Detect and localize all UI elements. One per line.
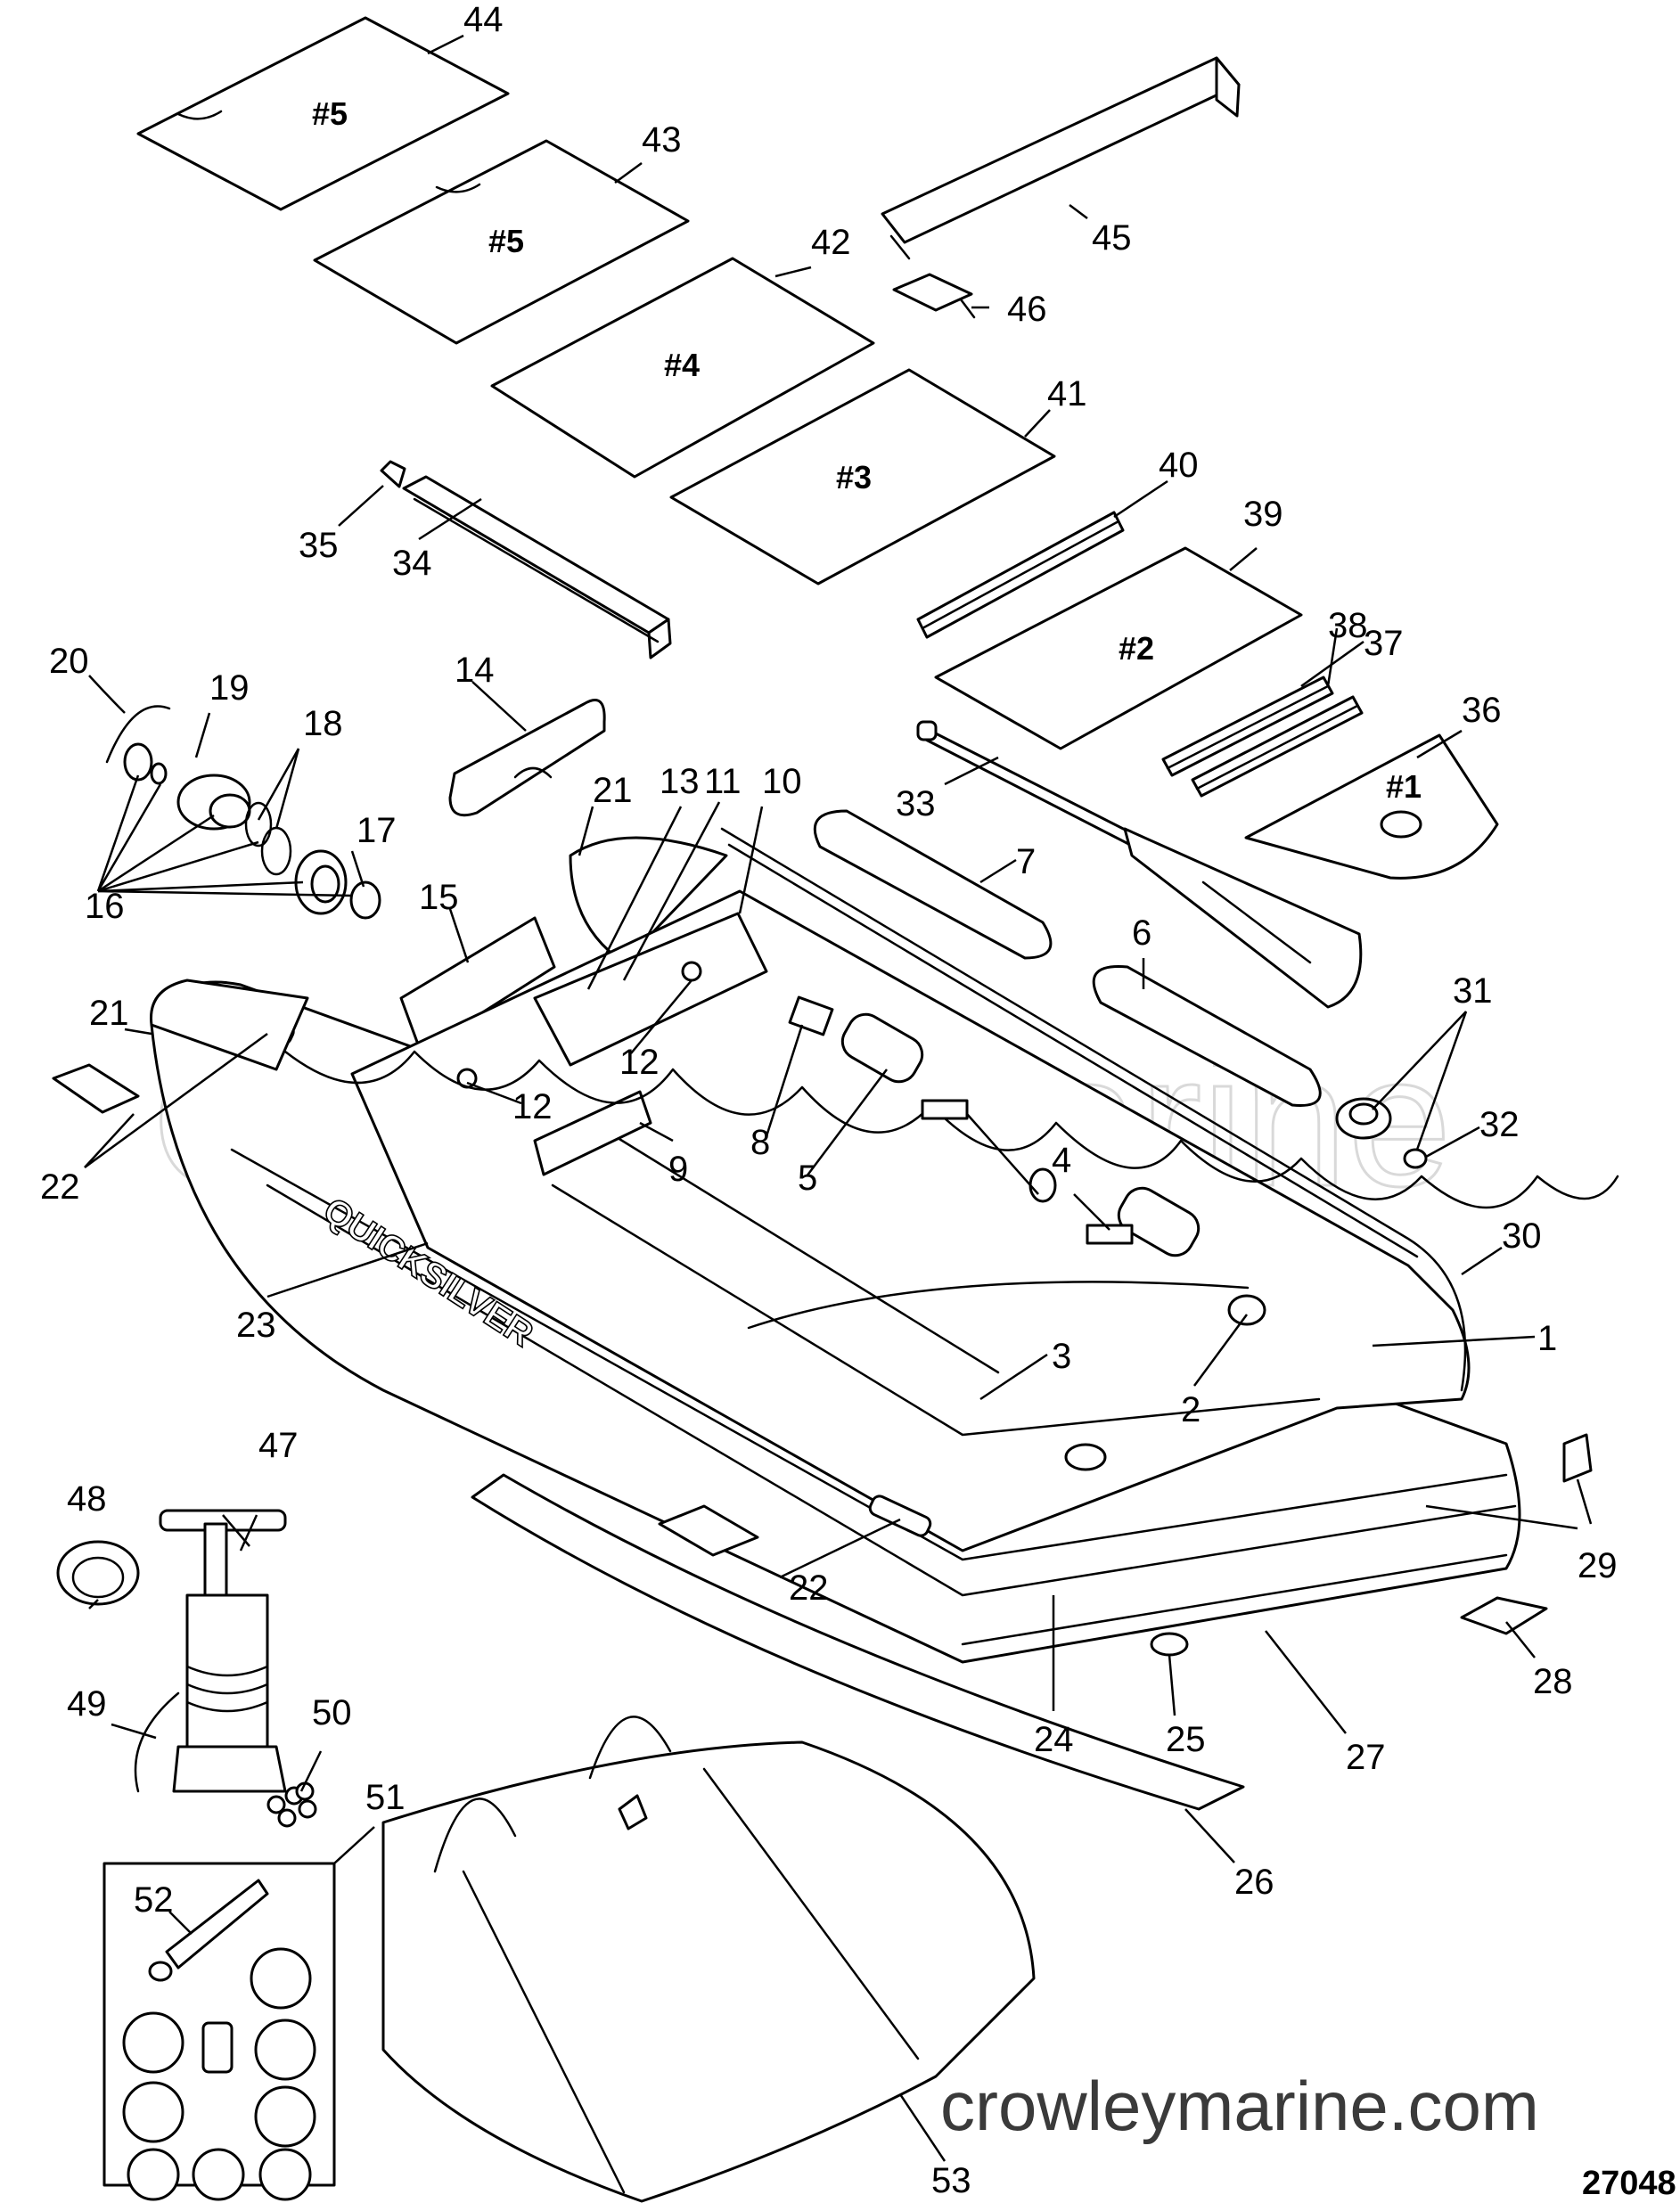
callout-22a: 22 [40, 1167, 80, 1207]
callout-47: 47 [258, 1426, 299, 1465]
panel-marking-44: #5 [312, 95, 348, 132]
callout-1: 1 [1537, 1319, 1557, 1358]
callout-36: 36 [1462, 691, 1502, 730]
callout-25: 25 [1166, 1720, 1206, 1759]
floor-panel-42: #4 [490, 257, 875, 479]
floor-panel-39: #2 [934, 546, 1303, 750]
callout-44: 44 [463, 0, 504, 39]
valve-31 [1335, 1097, 1428, 1169]
rail-40 [916, 511, 1125, 639]
valve-assembly [105, 705, 381, 920]
callout-11: 11 [704, 762, 742, 801]
adapters-50 [266, 1781, 317, 1828]
floor-panel-43: #5 [313, 139, 690, 345]
callout-14: 14 [455, 651, 495, 690]
callout-19: 19 [209, 668, 250, 708]
callout-32: 32 [1479, 1105, 1520, 1144]
callout-52: 52 [134, 1880, 174, 1920]
callout-43: 43 [642, 120, 682, 160]
callout-28: 28 [1533, 1662, 1573, 1701]
panel-15 [399, 916, 556, 1053]
callout-34: 34 [392, 544, 432, 583]
callout-42: 42 [811, 223, 851, 262]
callout-10: 10 [762, 762, 802, 801]
callout-49: 49 [67, 1684, 107, 1724]
callout-41: 41 [1047, 374, 1087, 414]
callout-15: 15 [419, 878, 459, 917]
callout-35: 35 [299, 526, 339, 565]
callout-38: 38 [1328, 606, 1368, 645]
strip-6 [1092, 965, 1322, 1107]
rail-37 [1191, 695, 1364, 798]
callout-8: 8 [750, 1123, 770, 1162]
panel-marking-42: #4 [664, 347, 700, 383]
callout-9: 9 [668, 1150, 688, 1189]
callout-50: 50 [312, 1693, 352, 1732]
panel-marking-43: #5 [488, 223, 524, 259]
panel-marking-39: #2 [1119, 630, 1154, 667]
floor-panel-41: #3 [669, 368, 1056, 586]
oar-33 [916, 720, 1363, 1009]
strip-7 [813, 809, 1053, 960]
callout-23: 23 [236, 1306, 276, 1345]
callout-37: 37 [1364, 624, 1404, 663]
callout-12b: 12 [512, 1087, 553, 1126]
callout-53: 53 [931, 2161, 971, 2200]
callout-7: 7 [1016, 842, 1036, 881]
callout-3: 3 [1052, 1337, 1071, 1376]
repair-kit-51 [102, 1862, 336, 2201]
callout-4: 4 [1052, 1141, 1071, 1180]
bracket-46 [892, 273, 976, 319]
side-rail-34 [402, 475, 672, 659]
callout-30: 30 [1502, 1216, 1542, 1256]
floor-panel-36: #1 [1244, 733, 1499, 880]
callout-18: 18 [303, 704, 343, 743]
callout-21b: 21 [89, 994, 129, 1033]
callout-2: 2 [1181, 1390, 1201, 1429]
callout-22b: 22 [789, 1568, 829, 1608]
callout-31: 31 [1453, 971, 1493, 1011]
callout-12a: 12 [619, 1043, 660, 1082]
logo-29 [1562, 1433, 1593, 1483]
callout-39: 39 [1243, 495, 1283, 534]
callout-29: 29 [1578, 1546, 1618, 1585]
callout-46: 46 [1007, 290, 1047, 329]
callout-33: 33 [896, 784, 936, 823]
leader-lines [84, 34, 1593, 2162]
callout-51: 51 [365, 1778, 406, 1817]
seat-14 [448, 699, 606, 817]
callout-16: 16 [85, 887, 125, 926]
callout-48: 48 [67, 1479, 107, 1519]
transom-rail-45 [881, 56, 1241, 260]
callout-5: 5 [798, 1159, 817, 1198]
callout-26: 26 [1234, 1863, 1274, 1902]
carry-bag-53 [381, 1716, 1036, 2203]
panel-marking-36: #1 [1386, 768, 1422, 805]
bow-cone-21-left [150, 979, 309, 1071]
rail-38 [1161, 676, 1334, 777]
handle-22-loose [52, 1063, 759, 1557]
clip-35 [380, 460, 406, 488]
callout-45: 45 [1092, 218, 1132, 258]
callout-17: 17 [356, 811, 397, 850]
panel-marking-41: #3 [836, 459, 872, 495]
callout-21a: 21 [593, 771, 633, 810]
website-text: crowleymarine.com [940, 2067, 1539, 2145]
figure-number: 27048 [1582, 2165, 1676, 2202]
pump-47 [134, 1509, 287, 1793]
inflatable-boat: QUICKSILVER [150, 827, 1619, 1664]
callout-27: 27 [1346, 1738, 1386, 1777]
callout-40: 40 [1159, 446, 1199, 485]
callout-13: 13 [660, 762, 700, 801]
gauge-48 [56, 1540, 140, 1606]
floor-panel-44: #5 [136, 16, 510, 211]
callout-6: 6 [1132, 913, 1151, 953]
callout-24: 24 [1034, 1720, 1074, 1759]
keel-strip-26 [471, 1473, 1245, 1811]
callouts: 1 2 3 4 5 6 7 8 9 10 11 12 12 13 14 15 1… [40, 0, 1618, 2200]
callout-20: 20 [49, 642, 89, 681]
